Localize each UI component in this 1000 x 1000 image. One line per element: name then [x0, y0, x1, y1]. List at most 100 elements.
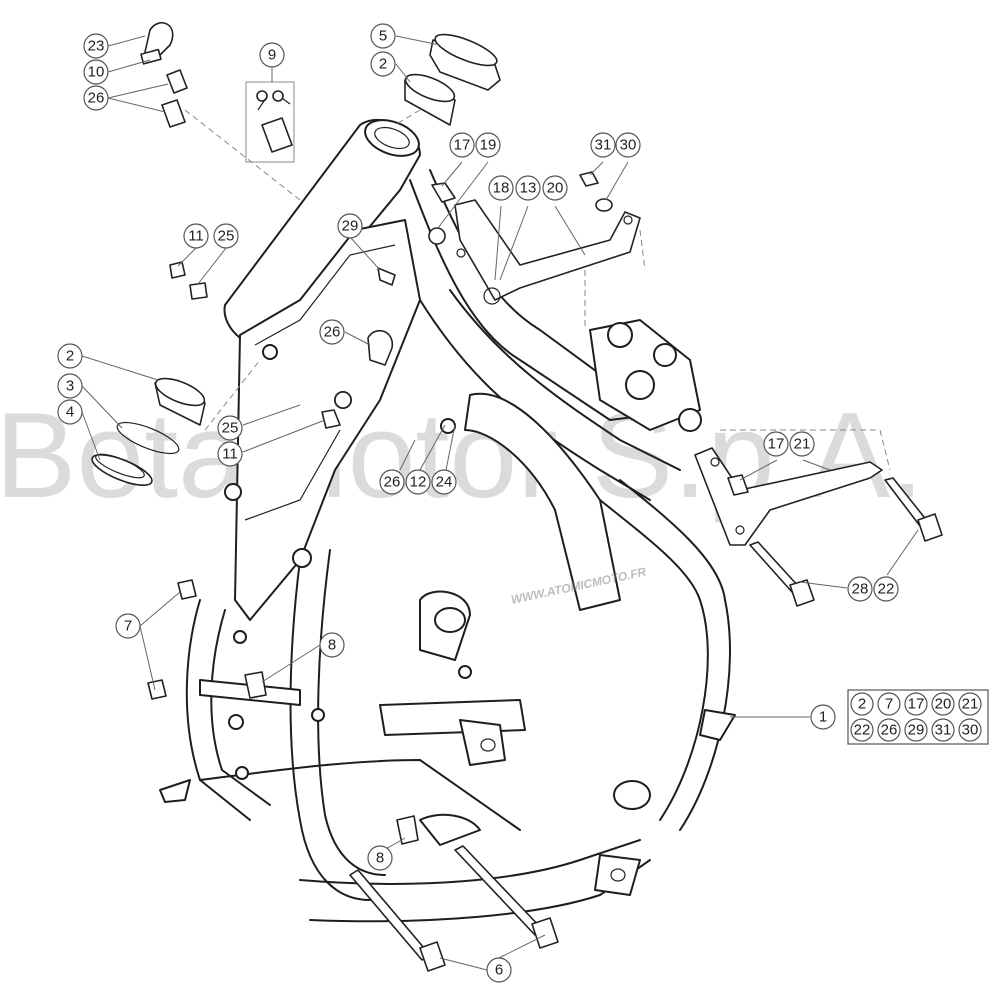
svg-text:17: 17	[768, 436, 785, 453]
callout-26-mid: 26	[319, 319, 345, 345]
svg-text:7: 7	[885, 696, 893, 713]
svg-text:25: 25	[218, 228, 235, 245]
callout-10: 10	[83, 59, 109, 85]
svg-text:20: 20	[935, 696, 952, 713]
part-17-bolt-top	[431, 182, 456, 203]
callout-24: 24	[431, 469, 457, 495]
callout-2-lower: 2	[57, 343, 83, 369]
svg-text:28: 28	[852, 581, 869, 598]
svg-text:12: 12	[410, 474, 427, 491]
callout-6: 6	[486, 957, 512, 983]
svg-text:13: 13	[520, 180, 537, 197]
part-22-long-bolt	[884, 477, 943, 542]
svg-text:25: 25	[222, 420, 239, 437]
svg-text:2: 2	[858, 696, 866, 713]
svg-text:26: 26	[881, 722, 898, 739]
svg-text:17: 17	[908, 696, 925, 713]
kit-contents: 2 7 17 20 21 22 26 29 31 30	[850, 692, 982, 742]
svg-text:11: 11	[222, 446, 238, 463]
part-19-washer	[428, 227, 446, 245]
callout-30: 30	[615, 132, 641, 158]
callout-22: 22	[873, 576, 899, 602]
callout-11-mid: 11	[217, 441, 243, 467]
kit-item-31: 31	[931, 718, 955, 742]
svg-text:26: 26	[88, 90, 105, 107]
part-8-clip-upper	[244, 671, 267, 699]
callout-8-upper: 8	[319, 632, 345, 658]
callout-21: 21	[789, 431, 815, 457]
kit-item-7: 7	[877, 692, 901, 716]
callout-17-right: 17	[763, 431, 789, 457]
part-7-nut-lower	[147, 679, 167, 700]
callout-2-upper: 2	[370, 51, 396, 77]
kit-item-17: 17	[904, 692, 928, 716]
callout-25-mid: 25	[217, 415, 243, 441]
leader-lines	[81, 35, 919, 971]
callout-19: 19	[475, 132, 501, 158]
kit-item-26: 26	[877, 718, 901, 742]
callout-12: 12	[405, 469, 431, 495]
callout-31: 31	[590, 132, 616, 158]
callout-13: 13	[515, 175, 541, 201]
svg-text:30: 30	[962, 722, 979, 739]
svg-text:11: 11	[188, 228, 204, 245]
svg-text:7: 7	[124, 618, 132, 635]
part-25-nut-top	[189, 282, 208, 300]
part-25-nut-mid	[334, 391, 352, 409]
svg-text:4: 4	[66, 404, 74, 421]
callout-11-top: 11	[183, 223, 209, 249]
part-31-nut	[579, 171, 599, 187]
part-29-fitting	[377, 267, 396, 286]
svg-text:31: 31	[935, 722, 952, 739]
part-5-head-cap	[429, 33, 501, 91]
kit-item-22: 22	[850, 718, 874, 742]
part-26-clip	[367, 329, 393, 366]
part-20-bracket	[454, 199, 641, 305]
part-3-seal	[116, 421, 180, 455]
callout-28: 28	[847, 576, 873, 602]
part-21-bracket	[694, 447, 883, 546]
callout-8-lower: 8	[367, 845, 393, 871]
part-30-washer	[595, 198, 613, 212]
part-8-clip-lower	[396, 815, 419, 845]
part-4-race	[91, 453, 153, 486]
part-2-upper-bearing	[404, 73, 456, 126]
part-28-bolt	[749, 541, 815, 607]
part-6-long-bolts	[349, 845, 559, 972]
callout-20: 20	[542, 175, 568, 201]
kit-item-20: 20	[931, 692, 955, 716]
svg-text:10: 10	[88, 64, 105, 81]
callout-1: 1	[810, 704, 836, 730]
svg-text:6: 6	[495, 962, 503, 979]
svg-text:21: 21	[962, 696, 979, 713]
callout-17-top: 17	[449, 132, 475, 158]
motorcycle-frame	[159, 118, 736, 923]
svg-text:9: 9	[268, 47, 276, 64]
callout-25-top: 25	[213, 223, 239, 249]
kit-item-30: 30	[958, 718, 982, 742]
svg-text:31: 31	[595, 137, 612, 154]
svg-text:26: 26	[384, 474, 401, 491]
svg-text:23: 23	[88, 38, 105, 55]
callout-29: 29	[337, 213, 363, 239]
kit-item-2: 2	[850, 692, 874, 716]
svg-text:8: 8	[376, 850, 384, 867]
svg-text:5: 5	[379, 28, 387, 45]
svg-text:29: 29	[908, 722, 925, 739]
svg-text:19: 19	[480, 137, 497, 154]
callout-26-low: 26	[379, 469, 405, 495]
svg-text:17: 17	[454, 137, 471, 154]
svg-text:2: 2	[379, 56, 387, 73]
svg-text:30: 30	[620, 137, 637, 154]
svg-text:1: 1	[819, 709, 827, 726]
part-2-lower-bearing	[154, 377, 206, 426]
svg-text:21: 21	[794, 436, 811, 453]
part-9-lock-set	[245, 81, 295, 163]
svg-text:18: 18	[493, 180, 510, 197]
callout-5: 5	[370, 23, 396, 49]
part-11-screw-top	[169, 261, 186, 279]
svg-text:20: 20	[547, 180, 564, 197]
callout-18: 18	[488, 175, 514, 201]
part-26-spacers	[161, 69, 188, 128]
